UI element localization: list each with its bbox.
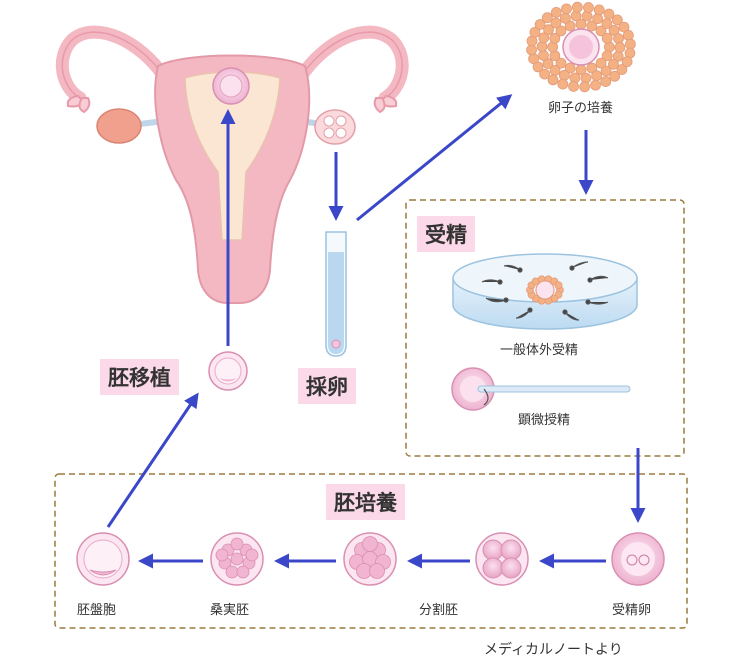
- egg-culture-label: 卵子の培養: [548, 101, 614, 116]
- egg-retrieval-tag: 採卵: [298, 368, 356, 404]
- icsi-illustration: [451, 367, 631, 411]
- conventional-ivf-label: 一般体外受精: [500, 343, 579, 358]
- test-tube-icon: [325, 231, 347, 357]
- cleavage-embryo-label: 分割胚: [419, 603, 459, 618]
- source-credit: メディカルノートより: [484, 642, 623, 658]
- transfer-embryo-illustration: [208, 351, 248, 391]
- fertilized-egg-label: 受精卵: [612, 603, 652, 618]
- egg-culture-illustration: [526, 1, 636, 93]
- cleavage-embryo-illustration: [475, 532, 529, 586]
- multicell-embryo-illustration: [343, 532, 397, 586]
- embryo-culture-tag: 胚培養: [326, 484, 405, 520]
- morula-label: 桑実胚: [210, 603, 250, 618]
- flow-arrows: [106, 94, 646, 569]
- icsi-label: 顕微授精: [518, 413, 571, 428]
- petri-dish-illustration: [452, 253, 638, 330]
- uterus-illustration: [55, 25, 409, 304]
- fertilization-box: [405, 199, 685, 457]
- blastocyst-label: 胚盤胞: [77, 603, 117, 618]
- embryo-culture-box: [54, 473, 688, 629]
- fertilization-tag: 受精: [417, 216, 475, 252]
- embryo-transfer-tag: 胚移植: [100, 359, 179, 395]
- fertilized-egg-illustration: [611, 532, 665, 586]
- blastocyst-illustration: [76, 532, 130, 586]
- morula-illustration: [210, 532, 264, 586]
